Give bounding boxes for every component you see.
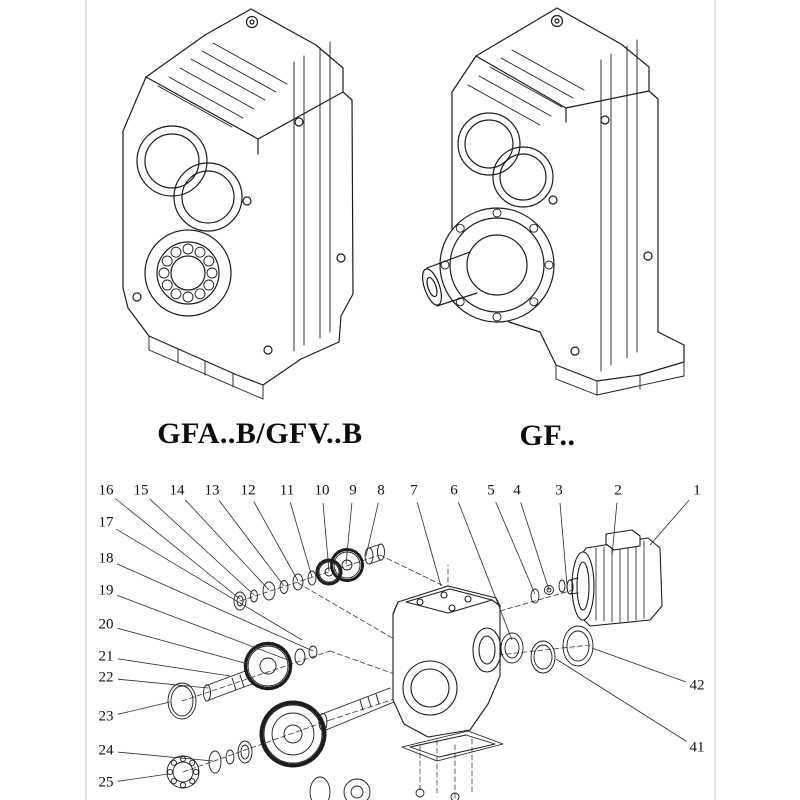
leader-line-8 — [365, 502, 379, 557]
leader-line-9 — [345, 502, 353, 565]
coupling-parts — [530, 579, 566, 604]
callout-number-1: 1 — [693, 482, 701, 499]
callout-number-5: 5 — [487, 482, 495, 499]
leader-line-13 — [218, 500, 285, 587]
cooling-fins-right — [467, 49, 585, 126]
callout-number-16: 16 — [98, 482, 114, 499]
leader-line-2 — [611, 502, 618, 557]
callout-number-21: 21 — [98, 648, 114, 665]
leader-line-6 — [458, 502, 513, 641]
cooling-fins-left — [157, 42, 288, 128]
output-gear-parts — [166, 687, 395, 800]
leader-line-23 — [117, 701, 171, 715]
callout-number-2: 2 — [614, 482, 622, 499]
leader-line-4 — [520, 502, 550, 591]
callout-number-8: 8 — [377, 482, 385, 499]
leader-line-1 — [649, 499, 690, 546]
gearbox-left-drawing — [122, 8, 354, 400]
leader-line-16 — [115, 498, 241, 600]
callout-number-7: 7 — [410, 482, 418, 499]
callout-number-41: 41 — [689, 739, 705, 756]
leader-line-41 — [555, 658, 688, 742]
exploded-motor — [566, 529, 663, 627]
callout-number-14: 14 — [169, 482, 185, 499]
callout-number-15: 15 — [133, 482, 149, 499]
leader-line-5 — [495, 501, 536, 595]
model-label-right: GF.. — [519, 419, 576, 452]
callout-number-42: 42 — [689, 677, 705, 694]
leader-line-25 — [117, 773, 169, 782]
exploded-housing — [392, 585, 502, 738]
callout-number-3: 3 — [555, 482, 563, 499]
gearbox-right-drawing — [421, 7, 685, 396]
leader-line-7 — [416, 502, 442, 587]
callout-number-12: 12 — [240, 482, 256, 499]
gasket-plate — [401, 730, 504, 800]
leader-line-15 — [149, 498, 255, 596]
callout-number-23: 23 — [98, 708, 114, 725]
callout-number-20: 20 — [98, 616, 114, 633]
leader-line-20 — [117, 627, 249, 665]
leader-line-18 — [116, 563, 314, 652]
leader-line-14 — [184, 499, 270, 591]
leader-line-24 — [117, 751, 214, 762]
callout-number-6: 6 — [450, 482, 458, 499]
leader-line-12 — [253, 501, 299, 582]
output-shaft — [421, 251, 478, 307]
leader-line-17 — [116, 528, 303, 641]
model-label-left: GFA..B/GFV..B — [157, 417, 363, 450]
callout-number-25: 25 — [98, 774, 114, 791]
leader-line-10 — [322, 502, 330, 572]
callout-number-13: 13 — [204, 482, 220, 499]
leader-line-19 — [117, 594, 289, 661]
leader-line-21 — [117, 658, 231, 677]
callout-number-22: 22 — [98, 669, 114, 686]
callout-number-10: 10 — [314, 482, 330, 499]
seal-rings — [500, 625, 594, 674]
leader-line-11 — [289, 502, 313, 578]
leader-line-42 — [591, 647, 686, 683]
callout-number-11: 11 — [279, 482, 295, 499]
leader-line-22 — [117, 678, 209, 689]
output-bearing — [144, 229, 232, 317]
leader-line-3 — [559, 502, 568, 586]
exploded-view-drawing — [166, 529, 663, 800]
callout-number-4: 4 — [513, 482, 521, 499]
output-flange — [439, 207, 555, 323]
intermediate-gear-parts — [167, 641, 318, 720]
callout-number-24: 24 — [98, 742, 114, 759]
callout-number-9: 9 — [349, 482, 357, 499]
callout-number-17: 17 — [98, 514, 114, 531]
callout-number-19: 19 — [98, 582, 114, 599]
callout-number-18: 18 — [98, 550, 114, 567]
page-edge-lines — [85, 0, 716, 800]
